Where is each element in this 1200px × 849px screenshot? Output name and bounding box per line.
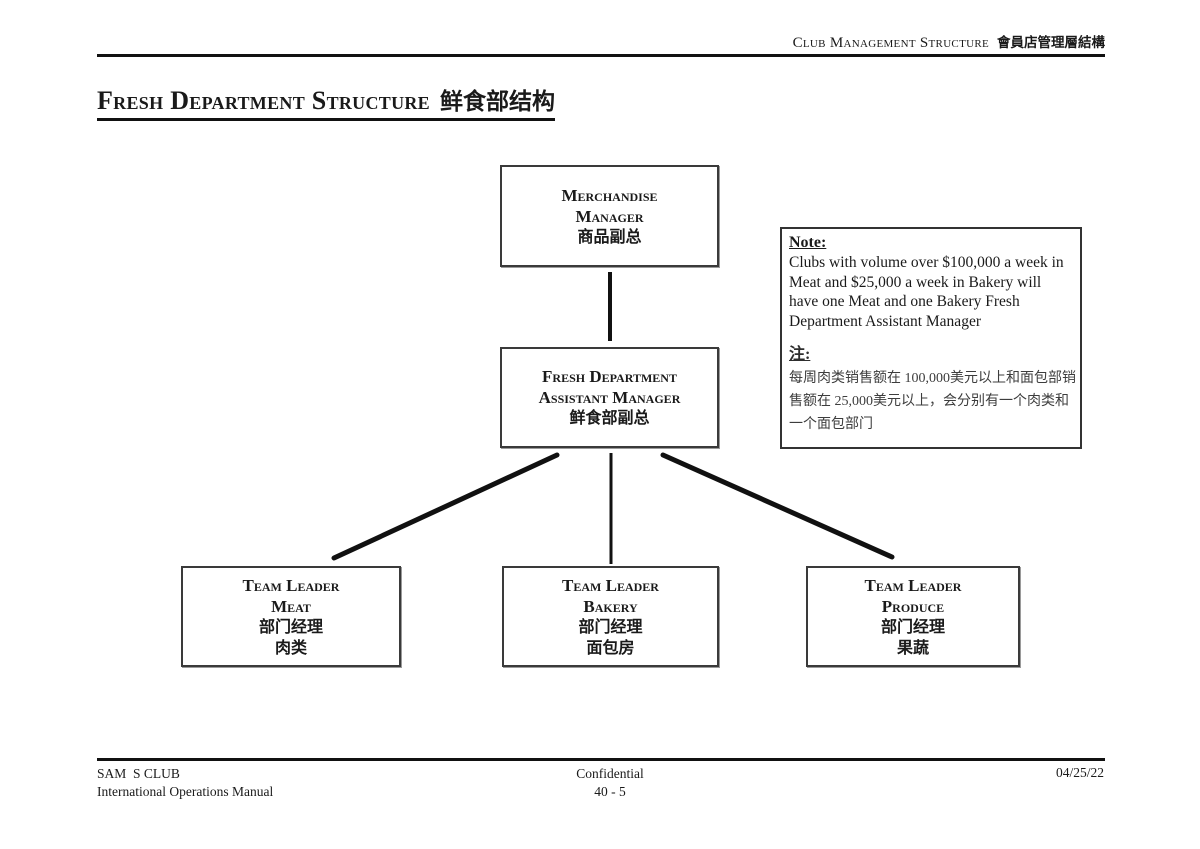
node-title-chinese: 部门经理 bbox=[578, 618, 643, 636]
org-node-merchandise-manager: Merchandise Manager 商品副总 bbox=[500, 165, 719, 267]
footer-divider bbox=[97, 758, 1105, 761]
node-title-chinese: 鲜食部副总 bbox=[569, 410, 650, 427]
footer-confidential-label: Confidential bbox=[576, 766, 644, 781]
footer-center-block: Confidential 40 - 5 bbox=[440, 765, 780, 800]
node-title-line: Meat bbox=[271, 596, 311, 616]
node-title-line: Produce bbox=[881, 596, 945, 616]
running-header-english: Club Management Structure bbox=[792, 35, 989, 51]
note-body-english: Clubs with volume over $100,000 a week i… bbox=[789, 254, 1064, 330]
page-title: Fresh Department Structure 鲜食部结构 bbox=[97, 82, 555, 121]
footer-company-block: SAM S CLUB International Operations Manu… bbox=[97, 765, 273, 800]
connector-middle-to-meat bbox=[331, 452, 560, 561]
footer-date: 04/25/22 bbox=[1055, 765, 1104, 780]
node-title-chinese: 部门经理 bbox=[880, 618, 945, 636]
note-label-english: Note: bbox=[789, 234, 827, 251]
node-title-chinese: 部门经理 bbox=[258, 618, 323, 636]
node-title-line: Assistant Manager bbox=[538, 388, 681, 407]
node-subtitle-chinese: 肉类 bbox=[274, 639, 307, 657]
connector-middle-to-produce bbox=[660, 452, 895, 560]
org-node-team-leader-bakery: Team Leader Bakery 部门经理 面包房 bbox=[502, 566, 719, 667]
node-title-line: Bakery bbox=[583, 596, 638, 616]
node-title-line: Team Leader bbox=[864, 575, 962, 595]
node-title-line: Merchandise bbox=[561, 185, 658, 205]
org-node-team-leader-produce: Team Leader Produce 部门经理 果蔬 bbox=[806, 566, 1020, 667]
note-label-chinese: 注: bbox=[789, 346, 811, 363]
header-divider bbox=[97, 54, 1105, 57]
running-header: Club Management Structure 會員店管理層結構 bbox=[793, 31, 1105, 52]
node-title-line: Team Leader bbox=[242, 575, 340, 595]
running-header-chinese: 會員店管理層結構 bbox=[997, 35, 1105, 50]
page-title-english: Fresh Department Structure bbox=[97, 86, 430, 115]
org-node-team-leader-meat: Team Leader Meat 部门经理 肉类 bbox=[181, 566, 401, 667]
note-box: Note: Clubs with volume over $100,000 a … bbox=[780, 227, 1082, 449]
note-body-chinese: 每周肉类销售额在 100,000美元以上和面包部销售额在 25,000美元以上，… bbox=[789, 371, 1076, 432]
node-title-line: Fresh Department bbox=[542, 367, 677, 386]
node-subtitle-chinese: 面包房 bbox=[586, 639, 635, 657]
node-title-chinese: 商品副总 bbox=[577, 228, 642, 246]
node-title-line: Team Leader bbox=[562, 575, 659, 595]
node-subtitle-chinese: 果蔬 bbox=[896, 639, 929, 657]
node-title-line: Manager bbox=[575, 206, 644, 226]
footer-manual-name: International Operations Manual bbox=[97, 783, 274, 799]
footer-page-number: 40 - 5 bbox=[594, 783, 626, 799]
org-node-fresh-dept-assistant-manager: Fresh Department Assistant Manager 鲜食部副总 bbox=[500, 347, 719, 448]
page-title-chinese: 鲜食部结构 bbox=[439, 89, 555, 114]
footer-company-name: SAM S CLUB bbox=[97, 766, 180, 781]
